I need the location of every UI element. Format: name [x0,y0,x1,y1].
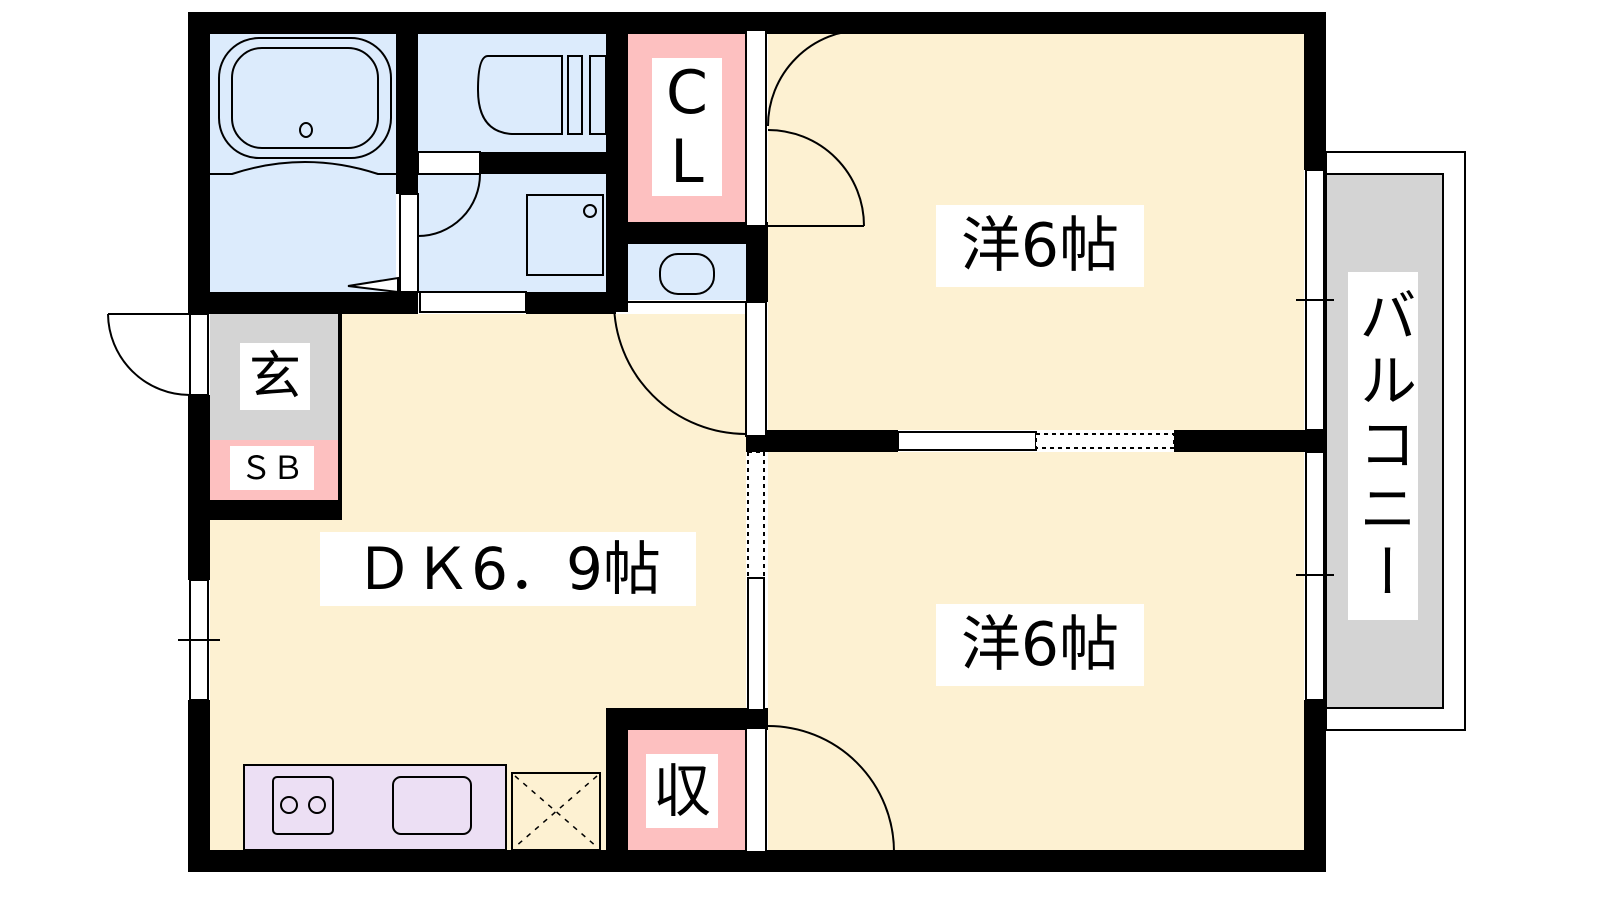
toilet-tank-back [589,55,607,135]
toilet-tank [567,55,583,135]
stove-icon [272,776,334,835]
toilet-bowl [476,55,563,135]
storage-label: 収 [646,754,718,828]
bathtub-drain [299,122,313,138]
entrance-label: 玄 [240,343,310,410]
toilet-floor [418,34,606,152]
western-room-bottom-label: 洋6帖 [936,604,1144,686]
western-room-top-label: 洋6帖 [936,205,1144,287]
kitchen-sink [392,776,472,835]
walls [188,12,1326,872]
bathtub-inner [231,47,379,149]
wash-basin [659,253,715,295]
bath-step [210,161,396,175]
closet-label-l: L [652,128,722,196]
sink-area-floor [628,244,746,300]
bathtub-outer [218,37,392,159]
balcony-label: バルコニー [1348,272,1418,620]
refrigerator-space [511,772,601,851]
washroom-floor [418,174,606,292]
doors-windows [107,29,1334,853]
dining-kitchen-label: ＤＫ6．9帖 [320,532,696,606]
washing-machine-pan [526,194,604,276]
closet-label-c: C [652,58,722,128]
kitchen-counter [243,764,507,851]
shoe-box-label: ＳＢ [230,446,314,490]
